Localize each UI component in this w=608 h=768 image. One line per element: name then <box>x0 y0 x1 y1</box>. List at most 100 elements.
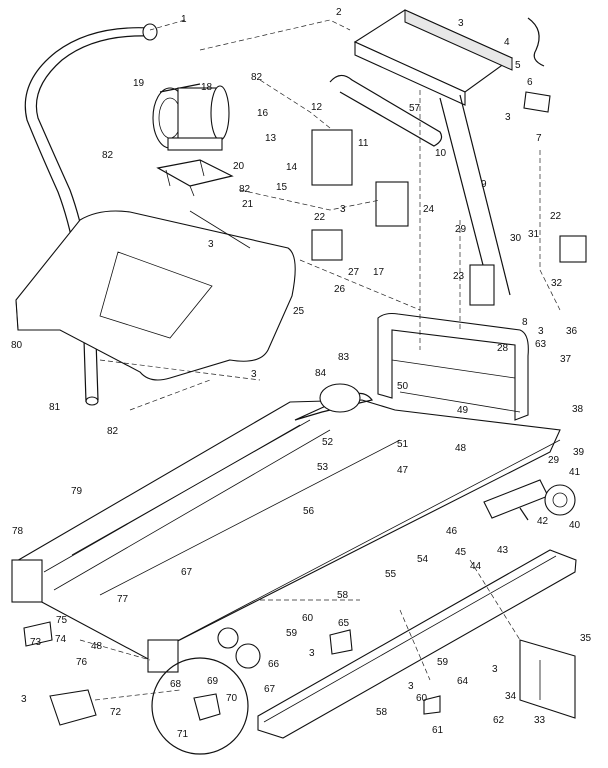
part-label: 84 <box>315 368 327 379</box>
part-label: 24 <box>423 204 435 215</box>
part-label: 82 <box>239 184 251 195</box>
part-label: 5 <box>515 60 521 71</box>
part-label: 50 <box>397 381 409 392</box>
part-label: 33 <box>534 715 546 726</box>
part-label: 48 <box>91 641 103 652</box>
part-label: 41 <box>569 467 581 478</box>
part-label: 29 <box>548 455 560 466</box>
bracket-33 <box>519 639 576 719</box>
part-label: 32 <box>551 278 563 289</box>
part-label: 74 <box>55 634 67 645</box>
part-label: 2 <box>336 7 342 18</box>
part-label: 3 <box>251 369 257 380</box>
part-label: 6 <box>527 77 533 88</box>
part-label: 63 <box>535 339 547 350</box>
part-label: 16 <box>257 108 269 119</box>
deck-and-rails <box>11 383 561 673</box>
part-label: 23 <box>453 271 465 282</box>
part-label: 39 <box>573 447 585 458</box>
part-label: 77 <box>117 594 129 605</box>
part-label: 3 <box>538 326 544 337</box>
part-label: 57 <box>409 103 421 114</box>
part-label: 62 <box>493 715 505 726</box>
part-label: 25 <box>293 306 305 317</box>
part-label: 37 <box>560 354 572 365</box>
part-label: 13 <box>265 133 277 144</box>
part-label: 34 <box>505 691 517 702</box>
part-label: 38 <box>572 404 584 415</box>
part-label: 79 <box>71 486 83 497</box>
part-label: 42 <box>537 516 549 527</box>
rear-roller <box>483 479 576 519</box>
part-label: 56 <box>303 506 315 517</box>
part-label: 59 <box>286 628 298 639</box>
part-label: 1 <box>181 14 187 25</box>
part-label: 20 <box>233 161 245 172</box>
end-cap-72 <box>49 689 97 726</box>
part-label: 51 <box>397 439 409 450</box>
part-label: 28 <box>497 343 509 354</box>
part-label: 17 <box>373 267 385 278</box>
part-label: 81 <box>49 402 61 413</box>
part-label: 67 <box>264 684 276 695</box>
part-label: 45 <box>455 547 467 558</box>
part-label: 14 <box>286 162 298 173</box>
part-label: 59 <box>437 657 449 668</box>
part-label: 60 <box>416 693 428 704</box>
part-label: 3 <box>458 18 464 29</box>
part-label: 29 <box>455 224 467 235</box>
part-label: 19 <box>133 78 145 89</box>
part-label: 52 <box>322 437 334 448</box>
part-label: 66 <box>268 659 280 670</box>
part-label: 26 <box>334 284 346 295</box>
part-label: 27 <box>348 267 360 278</box>
part-label: 10 <box>435 148 447 159</box>
part-label: 3 <box>21 694 27 705</box>
part-label: 3 <box>208 239 214 250</box>
part-label: 75 <box>56 615 68 626</box>
part-label: 36 <box>566 326 578 337</box>
part-label: 3 <box>309 648 315 659</box>
part-label: 46 <box>446 526 458 537</box>
part-label: 4 <box>504 37 510 48</box>
detail-inset <box>151 657 249 755</box>
part-label: 9 <box>481 179 487 190</box>
part-label: 3 <box>505 112 511 123</box>
part-label: 78 <box>12 526 24 537</box>
part-label: 18 <box>201 82 213 93</box>
part-label: 54 <box>417 554 429 565</box>
part-label: 35 <box>580 633 592 644</box>
part-label: 31 <box>528 229 540 240</box>
part-label: 40 <box>569 520 581 531</box>
part-label: 30 <box>510 233 522 244</box>
part-label: 43 <box>497 545 509 556</box>
part-label: 76 <box>76 657 88 668</box>
part-label: 70 <box>226 693 238 704</box>
part-label: 60 <box>302 613 314 624</box>
part-label: 83 <box>338 352 350 363</box>
part-label: 72 <box>110 707 122 718</box>
part-label: 67 <box>181 567 193 578</box>
part-label: 3 <box>340 204 346 215</box>
part-label: 22 <box>314 212 326 223</box>
part-label: 3 <box>492 664 498 675</box>
motor-assembly <box>152 83 234 197</box>
part-label: 48 <box>455 443 467 454</box>
part-label: 82 <box>107 426 119 437</box>
console-upright <box>329 9 514 301</box>
part-label: 71 <box>177 729 189 740</box>
part-label: 80 <box>11 340 23 351</box>
part-label: 7 <box>536 133 542 144</box>
part-label: 44 <box>470 561 482 572</box>
part-label: 8 <box>522 317 528 328</box>
part-label: 64 <box>457 676 469 687</box>
part-label: 82 <box>102 150 114 161</box>
part-label: 61 <box>432 725 444 736</box>
part-label: 12 <box>311 102 323 113</box>
part-label: 58 <box>337 590 349 601</box>
part-label: 49 <box>457 405 469 416</box>
side-platform <box>257 549 577 739</box>
part-label: 53 <box>317 462 329 473</box>
part-label: 82 <box>251 72 263 83</box>
part-label: 21 <box>242 199 254 210</box>
